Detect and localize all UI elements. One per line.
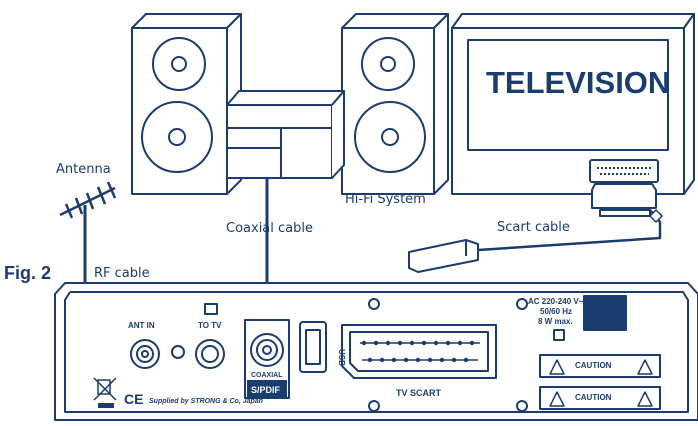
caution-label-2: CAUTION (575, 393, 612, 402)
rf-cable-label: RF cable (94, 266, 150, 281)
left-speaker (131, 13, 242, 195)
receiver-back-panel (54, 282, 698, 421)
television-label: TELEVISION (486, 65, 670, 100)
tv-scart-label: TV SCART (396, 388, 442, 398)
caution-label-1: CAUTION (575, 361, 612, 370)
spdif-label: S/PDIF (251, 385, 281, 395)
right-speaker (341, 13, 449, 195)
coaxial-cable-label: Coaxial cable (226, 221, 313, 236)
figure-number: Fig. 2 (4, 263, 51, 283)
scart-plug-free (408, 239, 479, 273)
coaxial-label: COAXIAL (251, 372, 283, 379)
antenna-icon (59, 181, 117, 219)
warning-icons (549, 359, 653, 407)
usb-label: USB (337, 349, 346, 366)
weee-bin-icon (93, 377, 117, 401)
scart-cable-label: Scart cable (497, 220, 570, 235)
hifi-unit (226, 90, 345, 179)
scart-plug-tv (591, 183, 657, 217)
power-rating-line1: AC 220-240 V~ (528, 297, 584, 306)
ant-in-label: ANT IN (128, 321, 155, 330)
hifi-label: Hi-Fi System (345, 192, 426, 207)
antenna-label: Antenna (56, 162, 111, 177)
scart-cable (477, 209, 663, 252)
to-tv-label: TO TV (198, 321, 222, 330)
power-rating-line3: 8 W max. (538, 317, 573, 326)
ce-mark: CE (124, 391, 143, 407)
television (451, 13, 695, 195)
power-rating-line2: 50/60 Hz (540, 307, 572, 316)
supplied-by-text: Supplied by STRONG & Co, Japan (149, 398, 263, 405)
